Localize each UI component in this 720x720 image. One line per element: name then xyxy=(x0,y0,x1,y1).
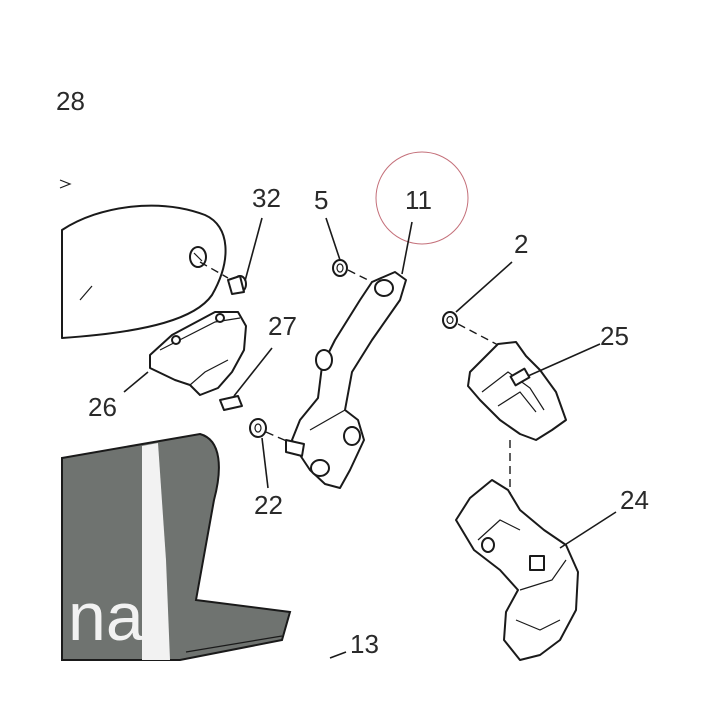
callout-27: 27 xyxy=(268,311,297,341)
part-22-bolt xyxy=(249,418,305,489)
callout-32: 32 xyxy=(252,183,281,213)
part-13-side-panel: na xyxy=(61,432,347,661)
leader-line-11 xyxy=(401,221,413,275)
callout-24: 24 xyxy=(620,485,649,515)
part-26-bracket-cover xyxy=(123,311,247,396)
callout-11: 11 xyxy=(405,185,432,215)
arrow-mark xyxy=(59,179,72,189)
callout-22: 22 xyxy=(254,490,283,520)
panel-lettering: na xyxy=(68,579,144,655)
panel-light-stripe xyxy=(142,443,170,660)
part-27-clip xyxy=(219,347,273,411)
part-24-housing xyxy=(455,479,617,661)
callout-25: 25 xyxy=(600,321,629,351)
part-32-screw xyxy=(199,217,263,295)
panel-dark-fill xyxy=(61,432,292,661)
part-28-cover xyxy=(61,204,227,339)
part-2-nut xyxy=(442,261,513,347)
part-25-holder xyxy=(467,341,601,441)
callout-13: 13 xyxy=(350,629,379,659)
part-11-main-bracket xyxy=(291,271,407,489)
highlight-circle-11 xyxy=(375,151,469,245)
callout-5: 5 xyxy=(314,185,328,215)
part-5-washer xyxy=(325,217,373,283)
callout-26: 26 xyxy=(88,392,117,422)
callout-28: 28 xyxy=(56,86,85,116)
callout-2: 2 xyxy=(514,229,528,259)
